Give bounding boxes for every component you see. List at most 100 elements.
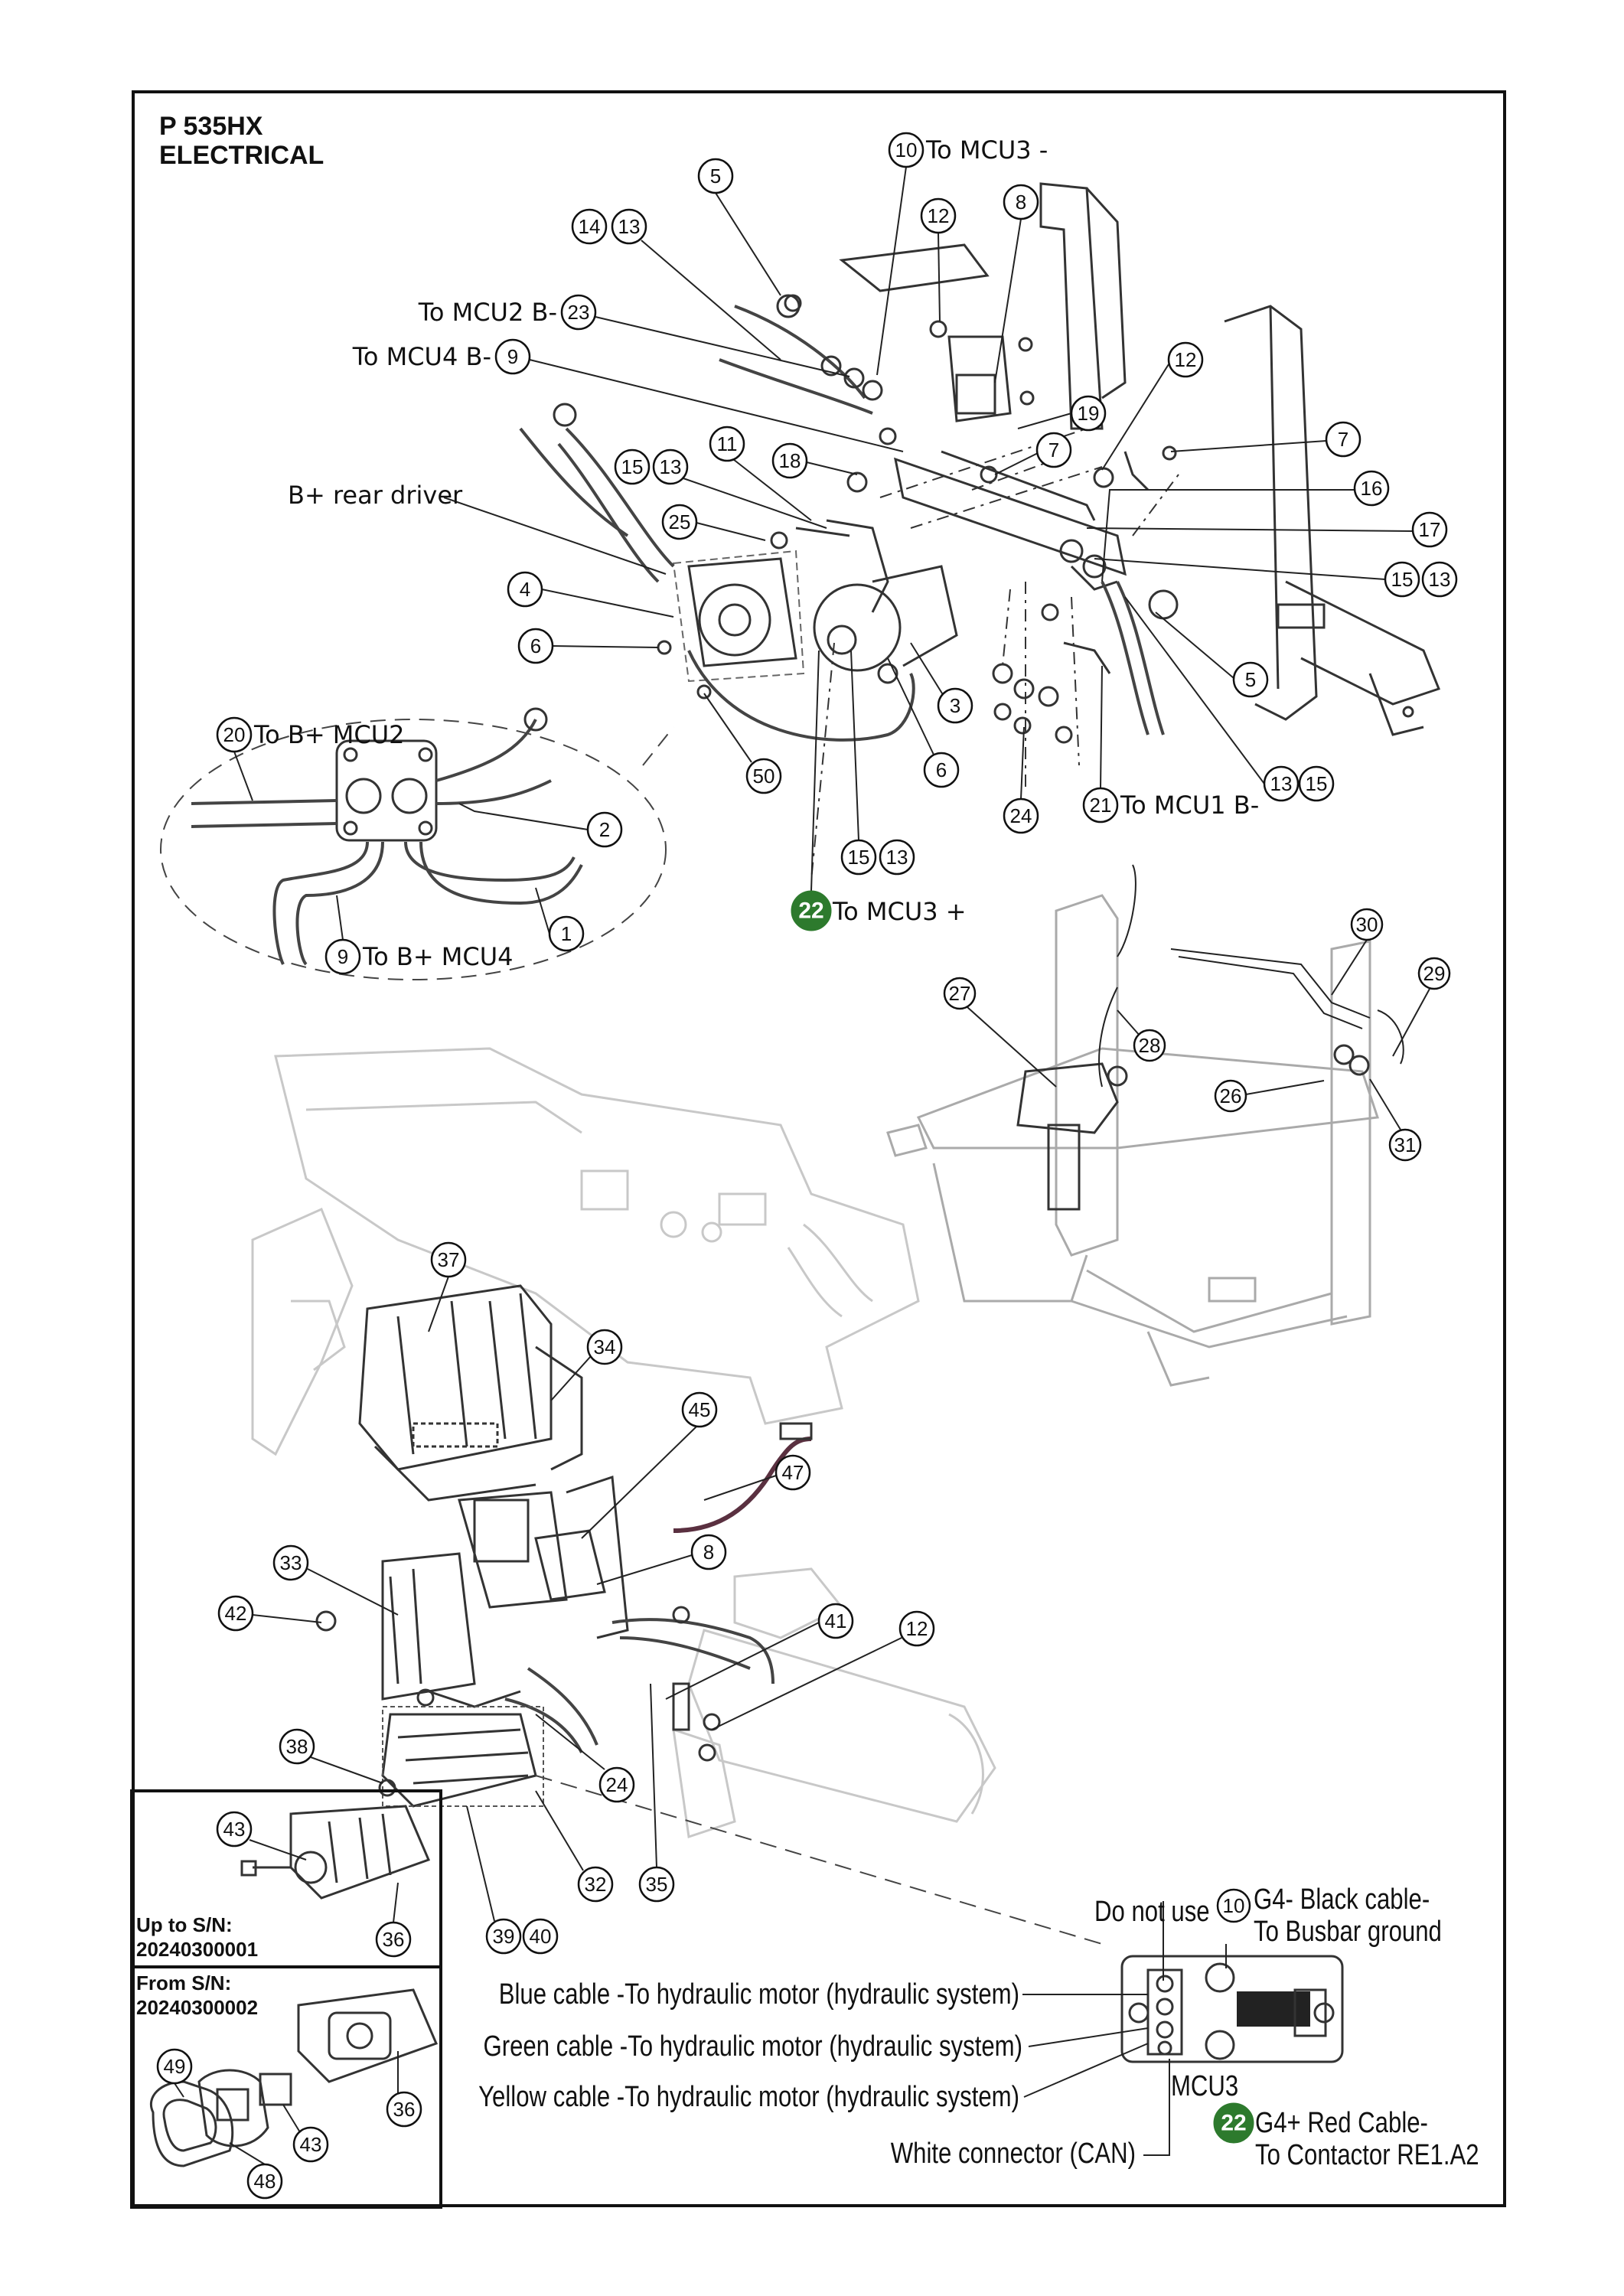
g4-black-cable-label: G4- Black cable- (1254, 1883, 1430, 1916)
callout-37: 37 (430, 1241, 467, 1278)
callout-number: 15 (1391, 568, 1414, 591)
callout-15: 15 (1298, 765, 1335, 802)
callout-number: 36 (383, 1928, 405, 1951)
serial-inset (130, 1789, 442, 2209)
callout-bubble (888, 132, 925, 168)
callout-number: 12 (1175, 348, 1197, 371)
callout-number: 28 (1139, 1034, 1161, 1057)
callout-bubble (1035, 432, 1072, 468)
callout-bubble (614, 448, 651, 485)
assembly-lines (810, 428, 1179, 881)
hydraulic-frame (886, 864, 1404, 1387)
callout-13: 13 (1263, 765, 1300, 802)
callout-48: 48 (246, 2163, 283, 2200)
callout-bubble (1353, 470, 1390, 507)
callout-bubble (1070, 395, 1107, 432)
callout-13: 13 (611, 208, 647, 245)
callout-16: 16 (1353, 470, 1390, 507)
mcu3-module (1022, 1901, 1344, 2156)
callout-bubble (1232, 661, 1269, 698)
callout-bubble (279, 1728, 315, 1765)
callout-bubble (586, 1329, 623, 1365)
callout-number: 6 (936, 758, 947, 781)
callout-bubble (840, 839, 877, 876)
callout-17: 17 (1411, 511, 1448, 548)
callout-bubble (1167, 341, 1204, 378)
callout-bubble (485, 1918, 522, 1955)
callout-bubble (1421, 561, 1458, 598)
callout-bubble (611, 208, 647, 245)
callout-9: 9 To MCU4 B- (352, 338, 531, 375)
callout-number: 14 (579, 215, 601, 238)
from-sn-value: 20240300002 (136, 1996, 258, 2019)
callout-bubble (386, 2091, 422, 2128)
rear-frame (839, 182, 1440, 736)
callout-26: 26 (1214, 1079, 1247, 1113)
callout-number: 13 (618, 215, 641, 238)
callout-bubble (517, 628, 554, 664)
callout-10-number: 10 (1223, 1894, 1245, 1917)
callout-label: To MCU2 B- (418, 298, 557, 327)
callout-bubble (920, 197, 957, 234)
callout-number: 13 (1429, 568, 1451, 591)
green-callout-label: G4+ Red Cable- (1255, 2107, 1428, 2139)
callout-number: 11 (717, 432, 738, 455)
callout-bubble (246, 2163, 283, 2200)
callout-bubble (1082, 787, 1119, 823)
callout-bubble (598, 1766, 635, 1803)
page-title: P 535HX ELECTRICAL (159, 112, 324, 170)
callout-bubble (652, 448, 689, 485)
callout-36: 36 (375, 1921, 412, 1958)
callout-bubble (1263, 765, 1300, 802)
callout-bubble (1417, 957, 1451, 990)
callout-bubble (661, 504, 698, 540)
callout-number: 45 (689, 1398, 711, 1421)
callout-7: 7 (1325, 421, 1361, 458)
callout-bubble (560, 294, 597, 331)
callout-14: 14 (571, 208, 608, 245)
callout-number: 9 (507, 345, 518, 368)
callout-number: 25 (669, 510, 691, 533)
callout-number: 43 (223, 1818, 246, 1841)
callout-18: 18 (771, 442, 808, 479)
from-sn-label: From S/N: (136, 1971, 231, 1994)
callout-41: 41 (817, 1603, 854, 1639)
callout-bubble (898, 1610, 935, 1647)
callout-label: To B+ MCU4 (362, 942, 514, 971)
callout-number: 31 (1394, 1133, 1417, 1156)
green-callout-label: To MCU3 + (832, 897, 967, 926)
callout-label: To MCU1 B- (1120, 791, 1259, 820)
callout-number: 48 (254, 2170, 276, 2193)
callout-bubble (638, 1866, 675, 1903)
callout-bubble (507, 571, 543, 608)
callout-bubble (771, 442, 808, 479)
callout-33: 33 (272, 1544, 309, 1581)
callout-2: 2 (586, 811, 623, 848)
callout-25: 25 (661, 504, 698, 540)
white-connector-label: White connector (CAN) (891, 2138, 1136, 2170)
callout-number: 24 (606, 1773, 628, 1796)
callout-1: 1 (548, 915, 585, 952)
callout-number: 19 (1078, 402, 1100, 425)
callout-35: 35 (638, 1866, 675, 1903)
callout-label: To MCU4 B- (352, 342, 491, 371)
callout-bubble (923, 752, 960, 788)
callout-number: 5 (1245, 668, 1256, 691)
callout-number: 15 (848, 846, 870, 869)
callout-label: To MCU3 - (925, 135, 1048, 165)
callout-43: 43 (216, 1811, 253, 1848)
callout-number: 37 (438, 1248, 460, 1271)
callout-15: 15 (614, 448, 651, 485)
callout-bubble (1384, 561, 1420, 598)
callout-number: 12 (906, 1617, 928, 1640)
callout-number: 5 (710, 165, 721, 188)
callout-39: 39 (485, 1918, 522, 1955)
callout-5: 5 (1232, 661, 1269, 698)
callout-number: 1 (561, 922, 572, 945)
lower-assembly (315, 1284, 1103, 1945)
